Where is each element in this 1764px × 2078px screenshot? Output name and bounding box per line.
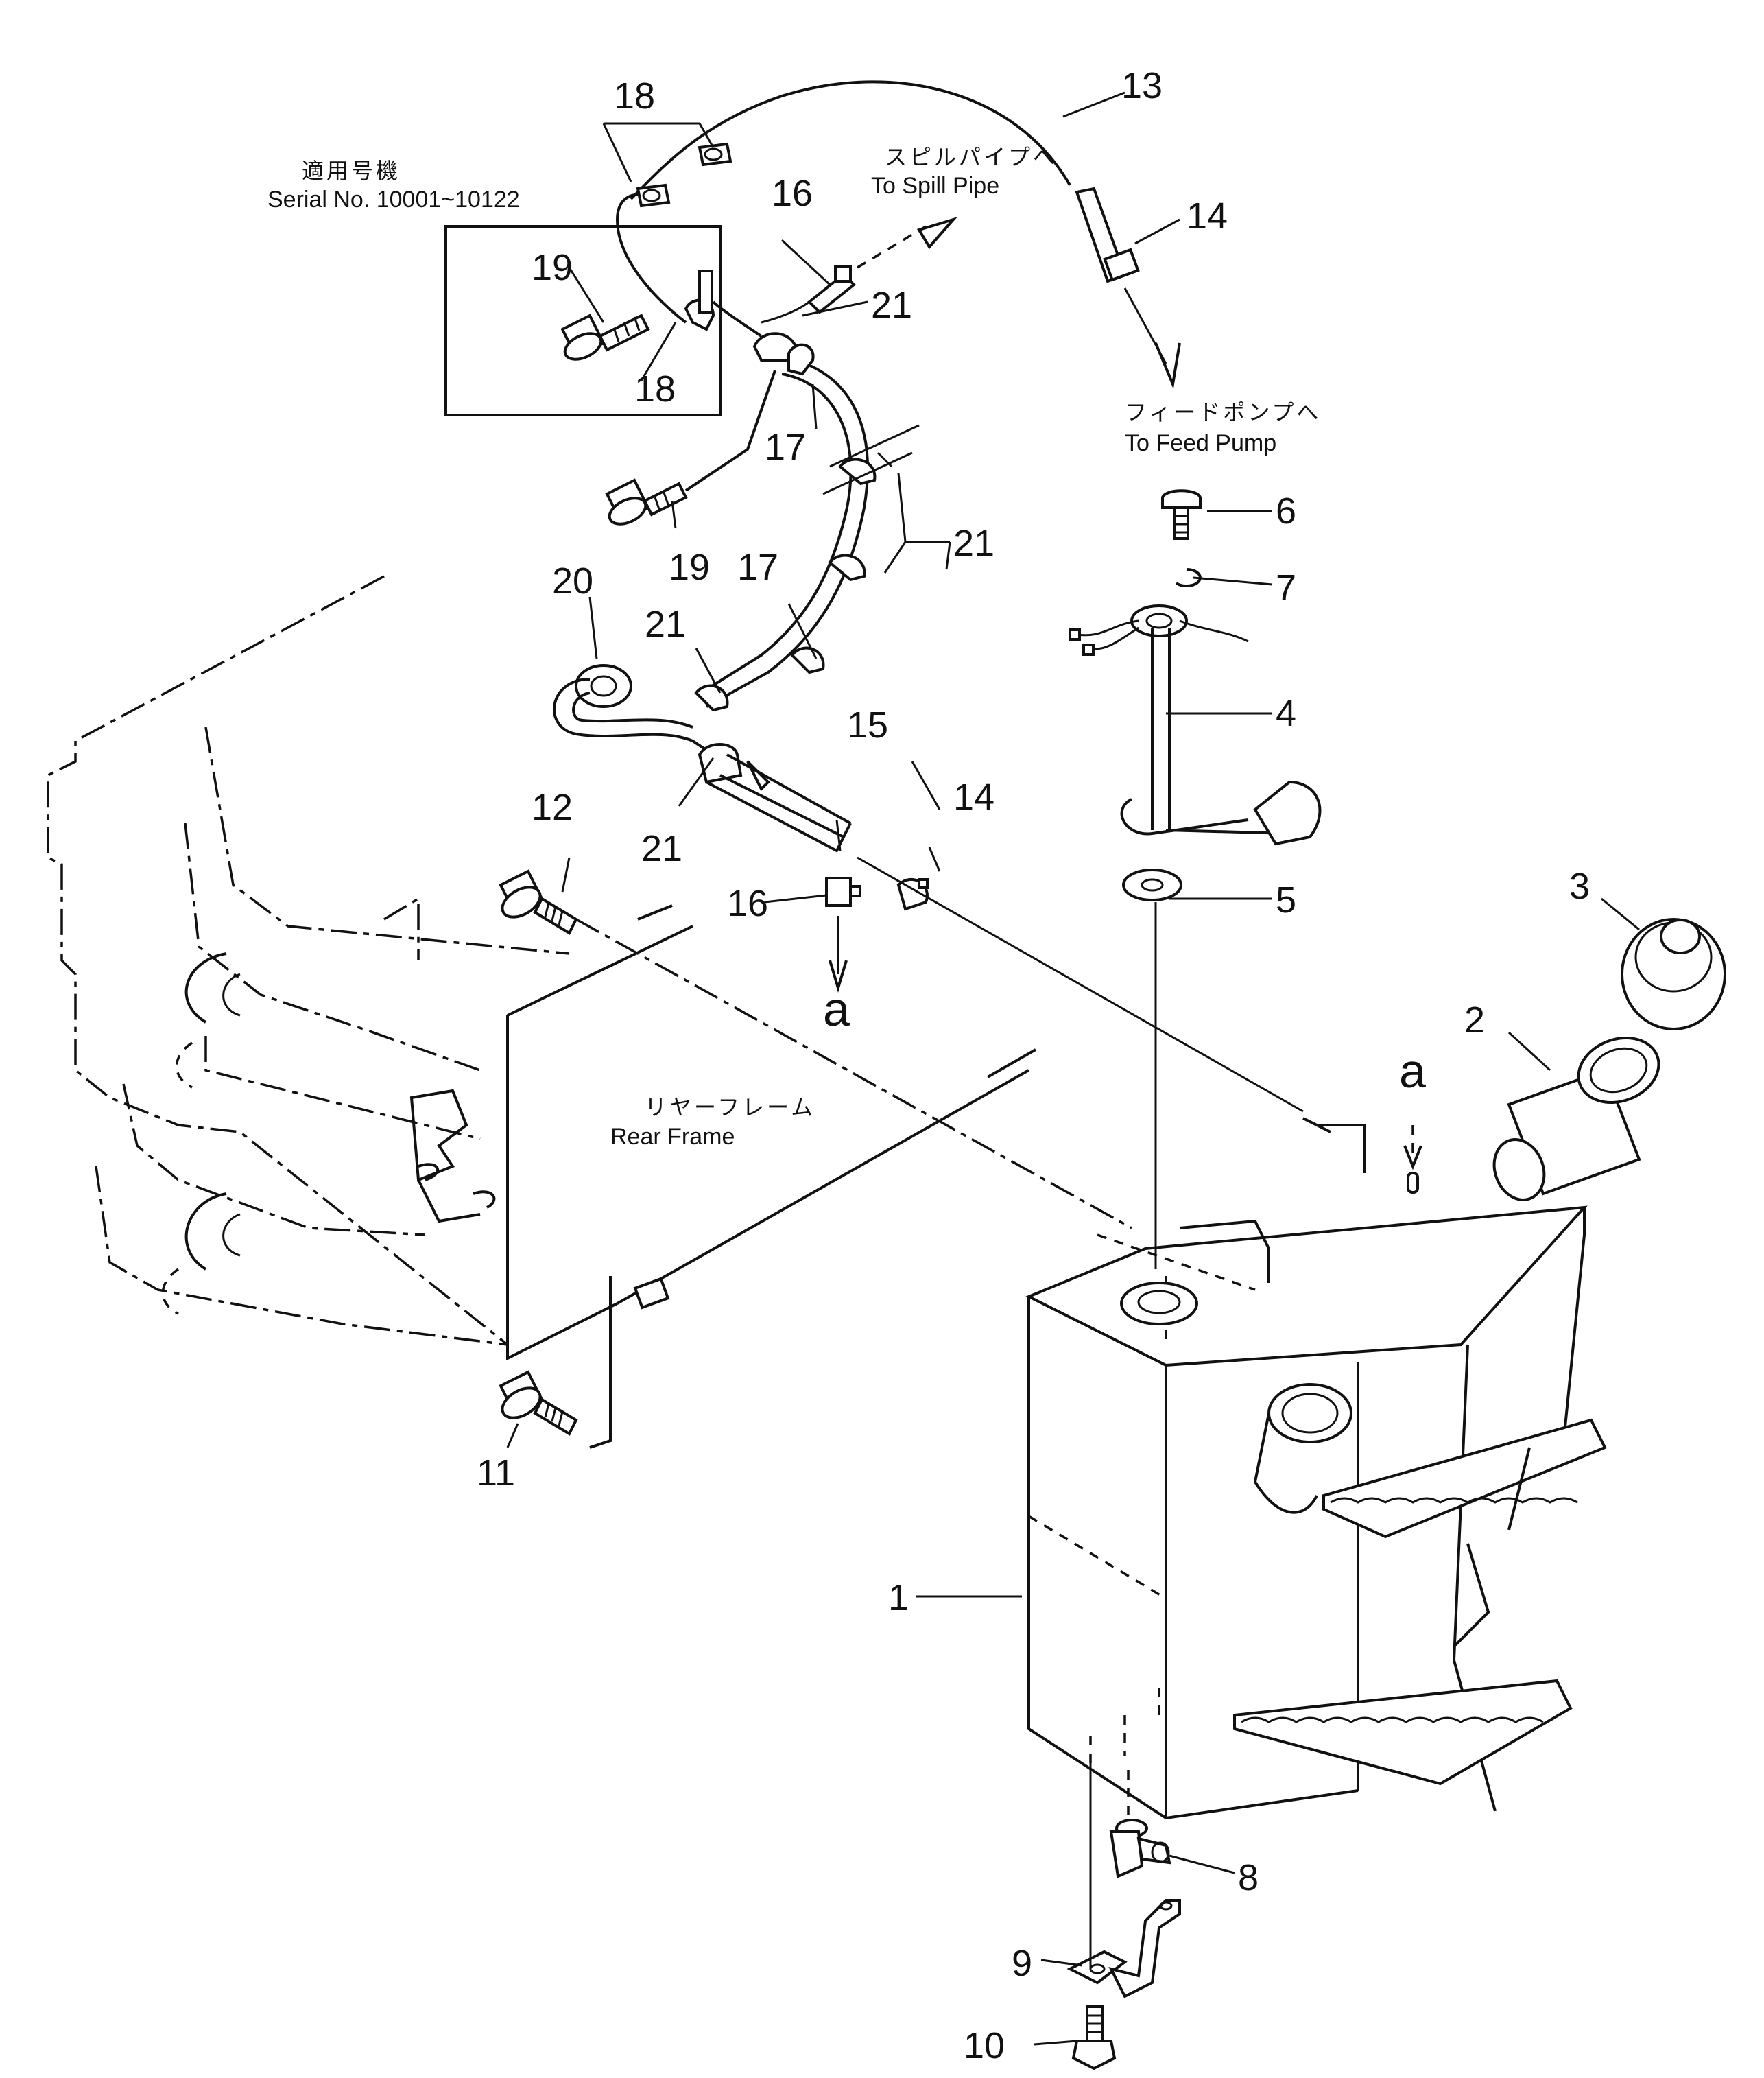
- callout-17-upper: 17: [765, 427, 806, 468]
- feed-pump-label-jp: フィードポンプへ: [1125, 400, 1321, 425]
- feed-pipe: [698, 743, 852, 853]
- callout-18-lower: 18: [634, 368, 676, 410]
- mounting-bolt-12: [499, 869, 1132, 1229]
- callout-14-upper: 14: [1187, 196, 1228, 237]
- feed-hose: [630, 80, 1181, 390]
- drain-valve: [1109, 1770, 1171, 1878]
- drain-bolt: [1071, 2005, 1117, 2070]
- callout-21-right: 21: [953, 523, 994, 564]
- callout-7: 7: [1276, 567, 1296, 609]
- callout-21-lower: 21: [641, 828, 682, 869]
- callout-11: 11: [477, 1452, 515, 1493]
- tank-steps: [1233, 1418, 1607, 1786]
- callout-4: 4: [1276, 693, 1296, 734]
- serial-note-jp: 適用号機: [302, 158, 401, 183]
- spill-return-connector: [761, 217, 958, 324]
- leader-lines: [506, 91, 1640, 2046]
- spill-pipe-label-en: To Spill Pipe: [871, 173, 999, 199]
- lock-washer: [1175, 568, 1202, 587]
- callout-16-upper: 16: [772, 173, 813, 214]
- callout-6: 6: [1276, 491, 1296, 532]
- feed-pump-label-en: To Feed Pump: [1125, 430, 1276, 456]
- callout-14-lower: 14: [953, 777, 994, 818]
- return-hose-assembly: [694, 332, 920, 712]
- callout-10: 10: [964, 2025, 1005, 2066]
- callout-5: 5: [1276, 879, 1296, 921]
- rear-frame-panel: [506, 904, 1036, 1449]
- gauge-gasket: [1122, 869, 1182, 901]
- clip-bolt-19-lower: [605, 370, 776, 526]
- gauge-screw: [1161, 489, 1202, 540]
- serial-detail-box: [444, 142, 763, 416]
- connection-mark-a-lower: a: [823, 982, 850, 1036]
- callout-9: 9: [1012, 1943, 1032, 1984]
- drain-bracket: [1066, 1899, 1181, 1998]
- callout-12: 12: [532, 787, 573, 828]
- callout-8: 8: [1238, 1857, 1259, 1898]
- serial-note-en: Serial No. 10001~10122: [267, 187, 520, 213]
- lower-hose-joint: [825, 856, 1304, 1113]
- grommet-hose: [552, 664, 715, 756]
- mounting-bolt-11: [499, 1370, 578, 1436]
- rear-frame-outline: [47, 575, 570, 1346]
- part-callouts: 1 2 3 4 5 6 7 8 9 10 11 12 13 14 14 15 1…: [477, 65, 1590, 2066]
- callout-21-top: 21: [871, 285, 912, 326]
- connection-mark-a-upper: a: [1399, 1044, 1426, 1098]
- callout-15: 15: [847, 705, 888, 746]
- rear-frame-label-jp: リヤーフレーム: [645, 1095, 815, 1120]
- callout-1: 1: [888, 1577, 909, 1618]
- callout-19-lower: 19: [669, 547, 710, 588]
- filler-cap: [1621, 918, 1726, 1030]
- callout-18-upper: 18: [614, 75, 655, 117]
- fuel-tank: [1025, 1117, 1588, 1820]
- rear-frame-label-en: Rear Frame: [610, 1124, 735, 1150]
- fuel-level-gauge: [1069, 604, 1322, 846]
- callout-13: 13: [1121, 65, 1163, 106]
- callout-2: 2: [1464, 1000, 1485, 1041]
- spill-pipe-label-jp: スピルパイプへ: [885, 145, 1058, 169]
- callout-21-mid: 21: [645, 604, 686, 645]
- callout-19-upper: 19: [532, 247, 573, 288]
- filler-pipe: [1492, 1036, 1660, 1201]
- callout-3: 3: [1569, 866, 1590, 907]
- notes: 適用号機 Serial No. 10001~10122 スピルパイプへ To S…: [267, 145, 1426, 1150]
- callout-16-lower: 16: [727, 883, 768, 924]
- callout-20: 20: [552, 560, 593, 602]
- return-tube-end: [1403, 1125, 1422, 1194]
- callout-17-lower: 17: [737, 547, 778, 588]
